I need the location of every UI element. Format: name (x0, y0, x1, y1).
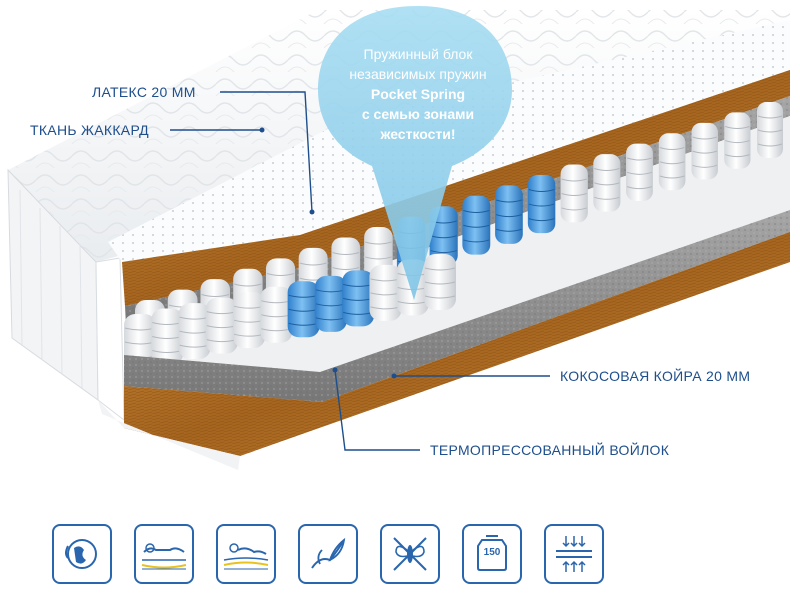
felt-label: ТЕРМОПРЕССОВАННЫЙ ВОЙЛОК (430, 442, 670, 458)
white-pocket-spring (757, 102, 783, 158)
blue-pocket-spring (287, 281, 320, 338)
latex-callout-line (220, 91, 313, 213)
blue-pocket-spring (342, 270, 375, 327)
blue-pocket-spring (527, 174, 556, 234)
coir-label: КОКОСОВАЯ КОЙРА 20 ММ (560, 368, 751, 384)
eco-globe-icon (52, 524, 112, 584)
bubble-line: с семью зонами (361, 106, 475, 122)
white-pocket-spring (260, 286, 293, 343)
white-pocket-spring (626, 143, 653, 201)
white-pocket-spring (658, 133, 686, 191)
orthopedic-support-icon (216, 524, 276, 584)
white-pocket-spring (151, 308, 184, 365)
max-weight-icon: 150 (462, 524, 522, 584)
white-pocket-spring (178, 303, 211, 360)
blue-pocket-spring (462, 195, 491, 255)
white-pocket-spring (369, 264, 402, 321)
feature-icons-row: 150 (52, 524, 612, 590)
spring-info-bubble (318, 6, 512, 300)
blue-pocket-spring (495, 185, 523, 244)
no-moth-icon (380, 524, 440, 584)
white-pocket-spring (593, 154, 621, 212)
natural-leaf-icon (298, 524, 358, 584)
white-pocket-spring (724, 112, 751, 169)
bubble-line-brand: Pocket Spring (370, 86, 466, 102)
max-weight-value: 150 (483, 547, 501, 558)
bubble-text: Пружинный блок независимых пружин Pocket… (318, 44, 518, 144)
white-pocket-spring (233, 292, 266, 349)
bubble-line: Пружинный блок (363, 46, 473, 62)
blue-pocket-spring (314, 275, 347, 332)
bubble-line: жесткости! (380, 126, 456, 142)
white-pocket-spring (691, 122, 718, 180)
body-support-icon (134, 524, 194, 584)
white-pocket-spring (424, 254, 456, 310)
bubble-line: независимых пружин (349, 66, 487, 82)
jacquard-label: ТКАНЬ ЖАККАРД (30, 122, 149, 138)
white-pocket-spring (205, 297, 238, 354)
latex-label: ЛАТЕКС 20 ММ (92, 84, 196, 100)
white-pocket-spring (560, 164, 588, 223)
felt-callout-line (334, 369, 420, 451)
ventilation-icon (544, 524, 604, 584)
